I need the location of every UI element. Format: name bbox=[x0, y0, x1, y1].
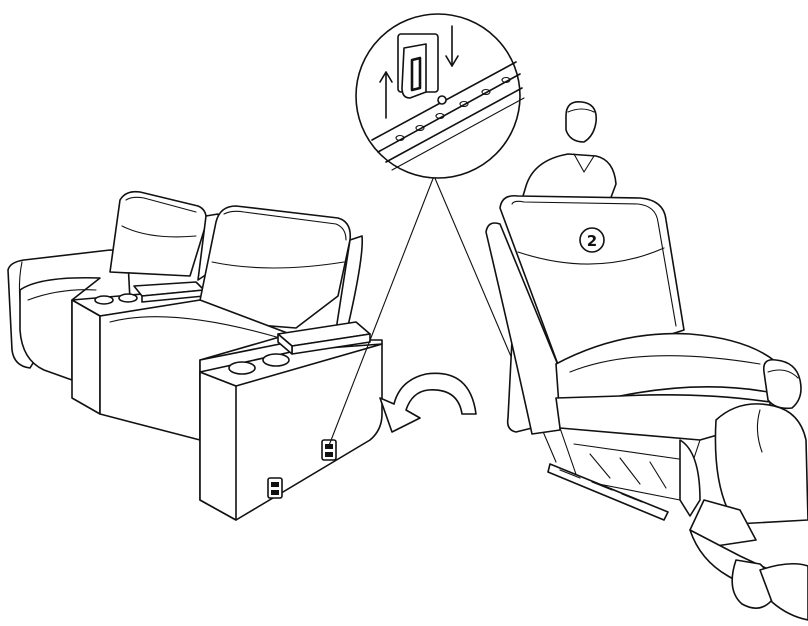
step-number: 2 bbox=[587, 232, 597, 250]
bracket-slot-lower bbox=[268, 478, 282, 498]
bracket-slot-upper bbox=[322, 440, 336, 460]
mounting-rail bbox=[548, 464, 668, 520]
curved-arrow-icon bbox=[380, 373, 476, 432]
step-badge: 2 bbox=[580, 228, 604, 252]
sofa-left-section bbox=[8, 192, 382, 520]
